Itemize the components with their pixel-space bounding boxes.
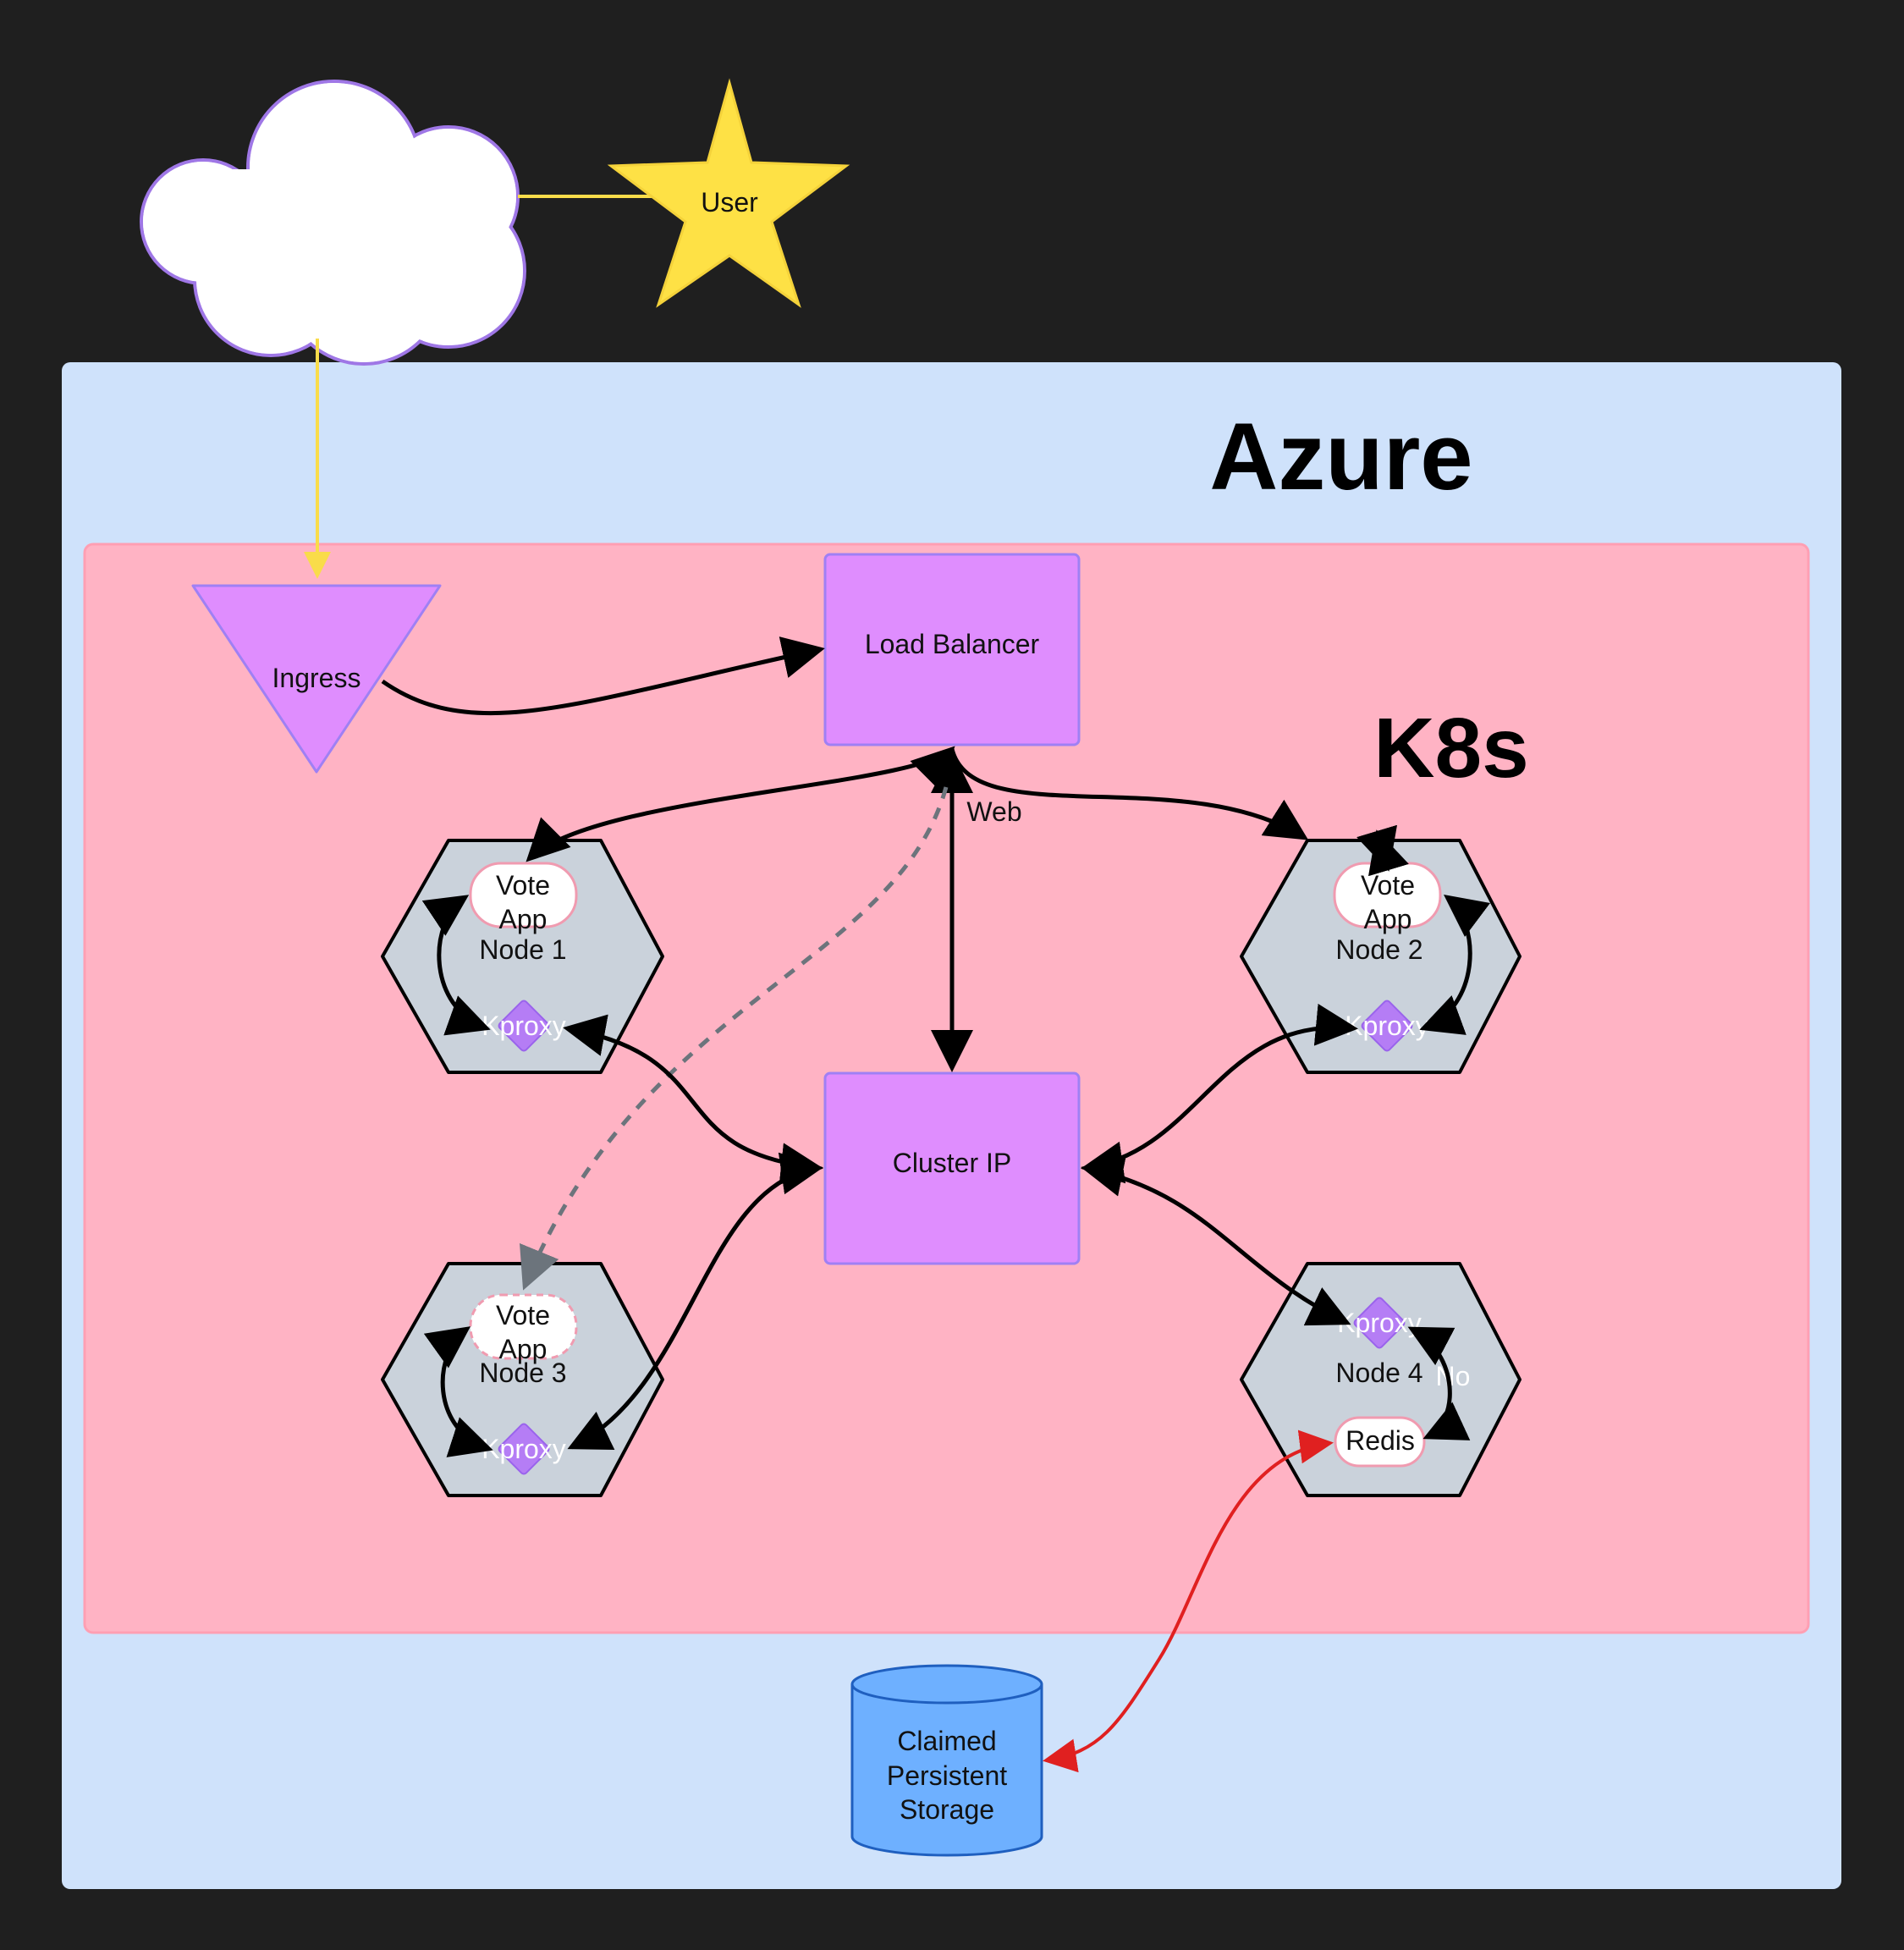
vote-app-pod-pending — [469, 1293, 578, 1360]
azure-title: Azure — [1209, 404, 1472, 510]
k8s-title: K8s — [1373, 701, 1528, 796]
storage-line3: Storage — [900, 1794, 994, 1825]
kproxy-label: Kproxy — [482, 1011, 566, 1041]
vote-app-line1: Vote — [1361, 870, 1415, 901]
cluster-ip-label: Cluster IP — [893, 1148, 1011, 1178]
lb-node1-arrow — [526, 746, 955, 862]
node4-internal-arrow — [1407, 1326, 1471, 1440]
kproxy-label: Kproxy — [1337, 1308, 1422, 1338]
no-edge-label: No — [1436, 1361, 1471, 1391]
load-balancer-label: Load Balancer — [865, 629, 1040, 659]
connectors — [381, 636, 1490, 1773]
kproxy-diamond — [1361, 1000, 1413, 1052]
vote-app-line2: App — [499, 1334, 548, 1364]
node-label: Node 4 — [1335, 1358, 1422, 1388]
load-balancer-box — [823, 553, 1081, 746]
node2-tick-arrow — [1356, 824, 1409, 877]
web-edge-label: Web — [966, 796, 1021, 827]
redis-label: Redis — [1345, 1425, 1415, 1456]
kproxy-diamond — [498, 1423, 550, 1475]
node-label: Node 2 — [1335, 934, 1422, 965]
node-label: Node 1 — [479, 934, 566, 965]
vote-app-line1: Vote — [496, 870, 550, 901]
vote-app-line2: App — [499, 904, 548, 934]
node2-internal-arrow — [1419, 894, 1490, 1035]
vote-app-line1: Vote — [496, 1300, 550, 1330]
user-star-icon — [607, 78, 850, 308]
ingress-label: Ingress — [272, 663, 361, 693]
cluster-ip-box — [823, 1071, 1081, 1265]
storage-line1: Claimed — [897, 1726, 996, 1756]
node3-internal-arrow — [423, 1326, 493, 1457]
node4-clusterip-arrow — [1081, 1154, 1351, 1326]
kproxy-label: Kproxy — [1345, 1011, 1429, 1041]
kproxy-diamond — [1353, 1297, 1406, 1349]
kproxy-diamond — [498, 1000, 550, 1052]
ingress-triangle — [191, 584, 442, 774]
redis-pod — [1334, 1416, 1426, 1468]
user-label: User — [701, 187, 758, 218]
vote-app-line2: App — [1364, 904, 1412, 934]
node-label: Node 3 — [479, 1358, 566, 1388]
storage-line2: Persistent — [887, 1760, 1007, 1791]
internet-cloud-icon — [140, 80, 526, 366]
persistent-storage-cylinder: Claimed Persistent Storage — [850, 1664, 1043, 1857]
node1-internal-arrow — [421, 895, 491, 1036]
ingress-lb-arrow — [381, 636, 825, 716]
node3-clusterip-arrow — [567, 1152, 823, 1450]
redis-storage-arrow — [1043, 1429, 1334, 1773]
kproxy-label: Kproxy — [482, 1434, 566, 1464]
